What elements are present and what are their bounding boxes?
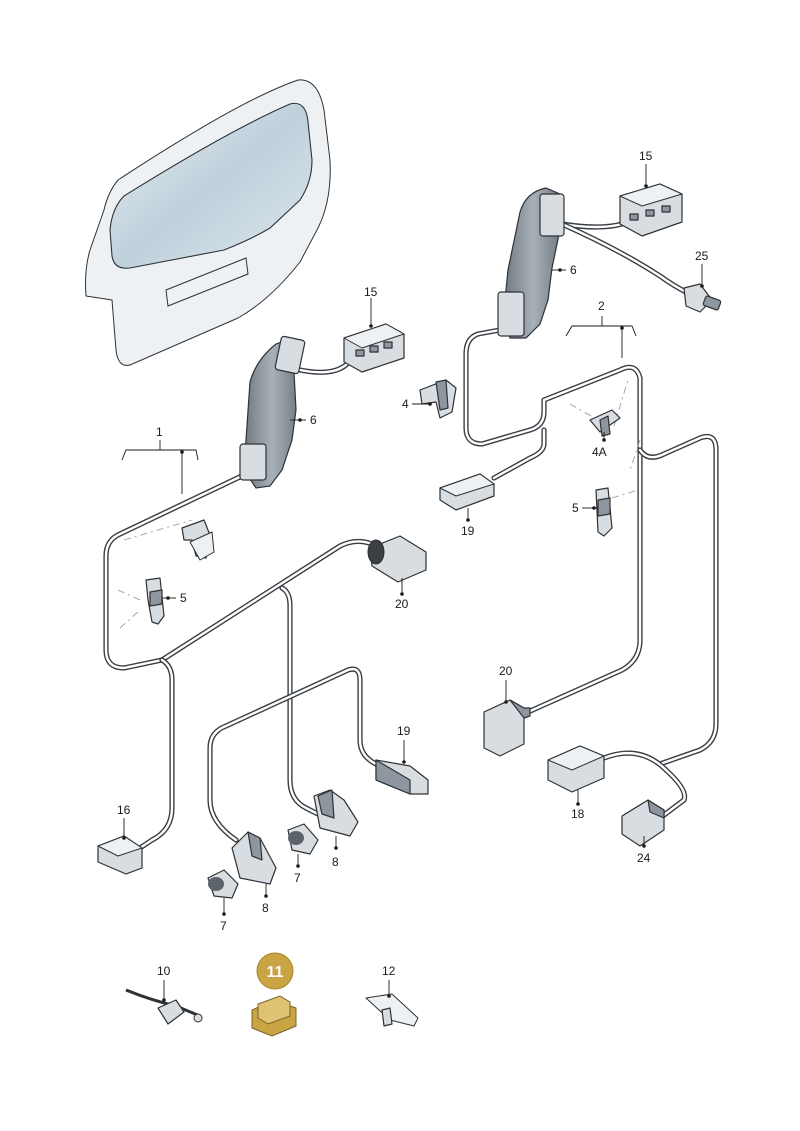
clip-5-right [595, 487, 613, 537]
clip-4a [589, 409, 621, 437]
callout-15-left: 15 [364, 285, 378, 328]
callout-label-18: 18 [571, 807, 585, 821]
rubber-boot-left [239, 335, 306, 489]
callout-label-5-right: 5 [572, 501, 579, 515]
connector-25 [683, 283, 722, 313]
callout-10: 10 [157, 964, 171, 1002]
rubber-boot-right [497, 187, 565, 339]
callout-label-10: 10 [157, 964, 171, 978]
callout-6-left: 6 [290, 413, 317, 427]
callout-15-right: 15 [639, 149, 653, 188]
callout-label-1: 1 [156, 425, 163, 439]
bracket-4 [419, 379, 457, 419]
bulb-holder-7-upper [287, 823, 319, 855]
callout-20-left: 20 [395, 578, 409, 611]
callout-label-7-lower: 7 [220, 919, 227, 933]
callout-25: 25 [695, 249, 709, 288]
callout-24: 24 [637, 836, 651, 865]
callout-label-20-left: 20 [395, 597, 409, 611]
callout-18: 18 [571, 790, 585, 821]
callout-label-25: 25 [695, 249, 709, 263]
callout-label-6-right: 6 [570, 263, 577, 277]
callout-label-11: 11 [267, 964, 284, 981]
callout-19-left: 19 [397, 724, 411, 764]
connector-19-right [439, 473, 495, 511]
callout-label-19-right: 19 [461, 524, 475, 538]
callout-16: 16 [117, 803, 131, 840]
callout-19-right: 19 [461, 508, 475, 538]
highlighted-part-11 [251, 995, 297, 1037]
bracket-8-lower [231, 831, 277, 885]
callout-label-12: 12 [382, 964, 396, 978]
callout-label-4: 4 [402, 397, 409, 411]
connector-20-right [483, 699, 531, 757]
callout-label-6-left: 6 [310, 413, 317, 427]
cable-tie-10 [125, 988, 203, 1025]
connector-24 [621, 799, 665, 847]
callout-7-upper: 7 [294, 854, 301, 885]
callout-label-24: 24 [637, 851, 651, 865]
callout-6-right: 6 [552, 263, 577, 277]
callout-5-right: 5 [572, 501, 598, 515]
guide-lines [117, 379, 641, 629]
callout-label-8-upper: 8 [332, 855, 339, 869]
callout-2: 2 [565, 299, 637, 358]
callout-4a: 4A [592, 432, 607, 459]
callout-label-15-left: 15 [364, 285, 378, 299]
connector-18 [547, 745, 605, 793]
callout-label-20-right: 20 [499, 664, 513, 678]
connector-19-left [375, 759, 429, 795]
callout-label-16: 16 [117, 803, 131, 817]
bulb-holder-7-lower [207, 869, 239, 899]
callout-label-2: 2 [598, 299, 605, 313]
callout-1: 1 [121, 425, 199, 494]
callout-4: 4 [402, 397, 432, 411]
clip-bracket-left [181, 519, 215, 561]
connector-15-left [343, 323, 405, 373]
connector-20-left [367, 535, 427, 583]
callout-label-4a: 4A [592, 445, 607, 459]
tailgate-panel [85, 79, 331, 366]
callout-label-7-upper: 7 [294, 871, 301, 885]
left-harness-wires [103, 355, 379, 851]
callout-label-5-left: 5 [180, 591, 187, 605]
callout-label-8-lower: 8 [262, 901, 269, 915]
callout-12: 12 [382, 964, 396, 998]
connector-16 [97, 835, 143, 875]
callout-7-lower: 7 [220, 898, 227, 933]
callout-label-15-right: 15 [639, 149, 653, 163]
callout-8-upper: 8 [332, 836, 339, 869]
callout-5-left: 5 [162, 591, 187, 605]
trim-clip-12 [365, 993, 419, 1027]
callout-8-lower: 8 [262, 884, 269, 915]
bracket-8-upper [313, 789, 359, 837]
clip-5-left [145, 577, 165, 625]
callout-11-badge: 11 [256, 952, 294, 990]
callout-label-19-left: 19 [397, 724, 411, 738]
connector-15-right [619, 183, 683, 237]
right-harness-wires [463, 221, 719, 821]
callout-20-right: 20 [499, 664, 513, 704]
